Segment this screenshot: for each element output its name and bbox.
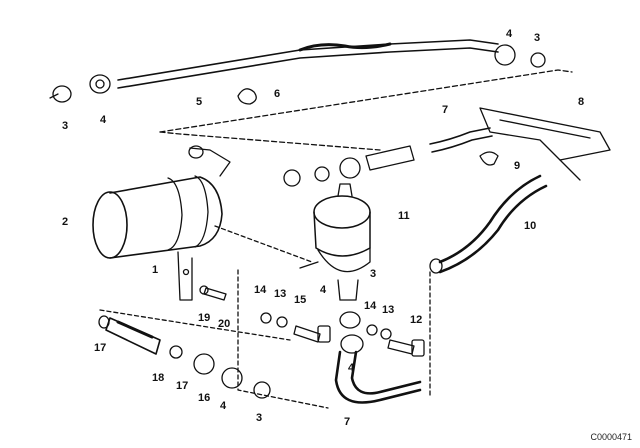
label-3: 3 bbox=[62, 120, 69, 132]
label-6: 6 bbox=[274, 88, 281, 100]
union-left bbox=[52, 85, 72, 103]
screw bbox=[203, 287, 227, 301]
regulator-body bbox=[313, 211, 371, 257]
label-9: 9 bbox=[514, 160, 521, 172]
dashed-frame-mid bbox=[159, 131, 381, 151]
regulator-lower bbox=[317, 247, 371, 273]
dashed-frame-top bbox=[159, 69, 573, 133]
bracket bbox=[177, 251, 193, 301]
label-4: 4 bbox=[320, 284, 327, 296]
label-13: 13 bbox=[274, 288, 287, 300]
bolt-15 bbox=[293, 325, 321, 343]
dashed-leader-valve bbox=[214, 225, 313, 263]
fitting-c bbox=[339, 157, 361, 179]
label-11: 11 bbox=[398, 210, 410, 222]
label-7: 7 bbox=[344, 416, 351, 428]
label-18: 18 bbox=[152, 372, 165, 384]
nut-4-bottom bbox=[221, 367, 243, 389]
dashed-frame-bottom bbox=[99, 309, 291, 341]
clamp bbox=[237, 88, 257, 105]
regulator-outlet bbox=[337, 279, 359, 301]
label-4: 4 bbox=[220, 400, 227, 412]
hose-braid bbox=[298, 42, 392, 52]
clip bbox=[479, 151, 499, 166]
label-19: 19 bbox=[198, 312, 211, 324]
label-5: 5 bbox=[196, 96, 203, 108]
label-2: 2 bbox=[62, 216, 69, 228]
hose-long-edge bbox=[438, 184, 548, 274]
nut-left-bore bbox=[95, 79, 105, 89]
fitting-a bbox=[283, 169, 301, 187]
label-17: 17 bbox=[176, 380, 189, 392]
bolt-12-head bbox=[411, 339, 425, 357]
mount-bracket bbox=[479, 107, 611, 161]
dashed-frame-lower-left bbox=[237, 269, 329, 409]
label-3: 3 bbox=[370, 268, 377, 280]
label-17: 17 bbox=[94, 342, 107, 354]
filter-inlet-nut bbox=[188, 145, 204, 159]
union-right bbox=[530, 52, 546, 68]
ring-17-right bbox=[169, 345, 183, 359]
nut-left bbox=[89, 74, 111, 94]
return-hose-edge bbox=[350, 350, 422, 395]
regulator-nipple bbox=[337, 183, 353, 197]
label-4: 4 bbox=[348, 362, 355, 374]
pipe-upper-edge bbox=[431, 135, 493, 153]
fitting-b bbox=[314, 166, 330, 182]
hose-18-braid bbox=[116, 320, 154, 339]
diagram-code: C0000471 bbox=[590, 432, 632, 442]
screw-washer bbox=[199, 285, 209, 295]
hose-short bbox=[365, 145, 415, 171]
mount-bracket-leg bbox=[559, 159, 581, 181]
bracket-hole bbox=[182, 268, 190, 276]
label-4: 4 bbox=[100, 114, 107, 126]
filter-body bbox=[109, 176, 223, 259]
label-16: 16 bbox=[198, 392, 211, 404]
label-8: 8 bbox=[578, 96, 585, 108]
mount-bracket-rib bbox=[499, 119, 591, 139]
regulator-port bbox=[299, 261, 319, 269]
nut-right bbox=[494, 44, 516, 66]
return-hose bbox=[334, 350, 422, 404]
washer-13-right bbox=[380, 328, 392, 340]
label-13: 13 bbox=[382, 304, 395, 316]
hose-long bbox=[438, 174, 542, 264]
label-3: 3 bbox=[534, 32, 541, 44]
filter-band bbox=[167, 177, 183, 251]
label-1: 1 bbox=[152, 264, 159, 276]
union-lower bbox=[340, 334, 364, 354]
washer-14-right bbox=[366, 324, 378, 336]
sleeve-16 bbox=[193, 353, 215, 375]
hose-end-ferrule bbox=[429, 258, 443, 274]
filter-end-cap bbox=[92, 191, 128, 259]
label-3: 3 bbox=[256, 412, 263, 424]
label-14: 14 bbox=[364, 300, 377, 312]
label-15: 15 bbox=[294, 294, 307, 306]
filter-inlet-pipe bbox=[189, 147, 231, 177]
pipe-upper bbox=[429, 127, 491, 145]
union-3-bottom bbox=[253, 381, 271, 399]
hose-top-lower-edge bbox=[117, 47, 499, 89]
union-left-tip bbox=[49, 93, 59, 99]
filter-band-2 bbox=[194, 175, 209, 248]
washer-13-left bbox=[276, 316, 288, 328]
bolt-12 bbox=[387, 339, 415, 355]
label-20: 20 bbox=[218, 318, 231, 330]
label-10: 10 bbox=[524, 220, 537, 232]
label-12: 12 bbox=[410, 314, 423, 326]
label-4: 4 bbox=[506, 28, 513, 40]
label-14: 14 bbox=[254, 284, 267, 296]
label-7: 7 bbox=[442, 104, 449, 116]
bolt-15-head bbox=[317, 325, 331, 343]
washer-14-left bbox=[260, 312, 272, 324]
nut-lower bbox=[339, 311, 361, 329]
regulator-cap bbox=[313, 195, 371, 229]
